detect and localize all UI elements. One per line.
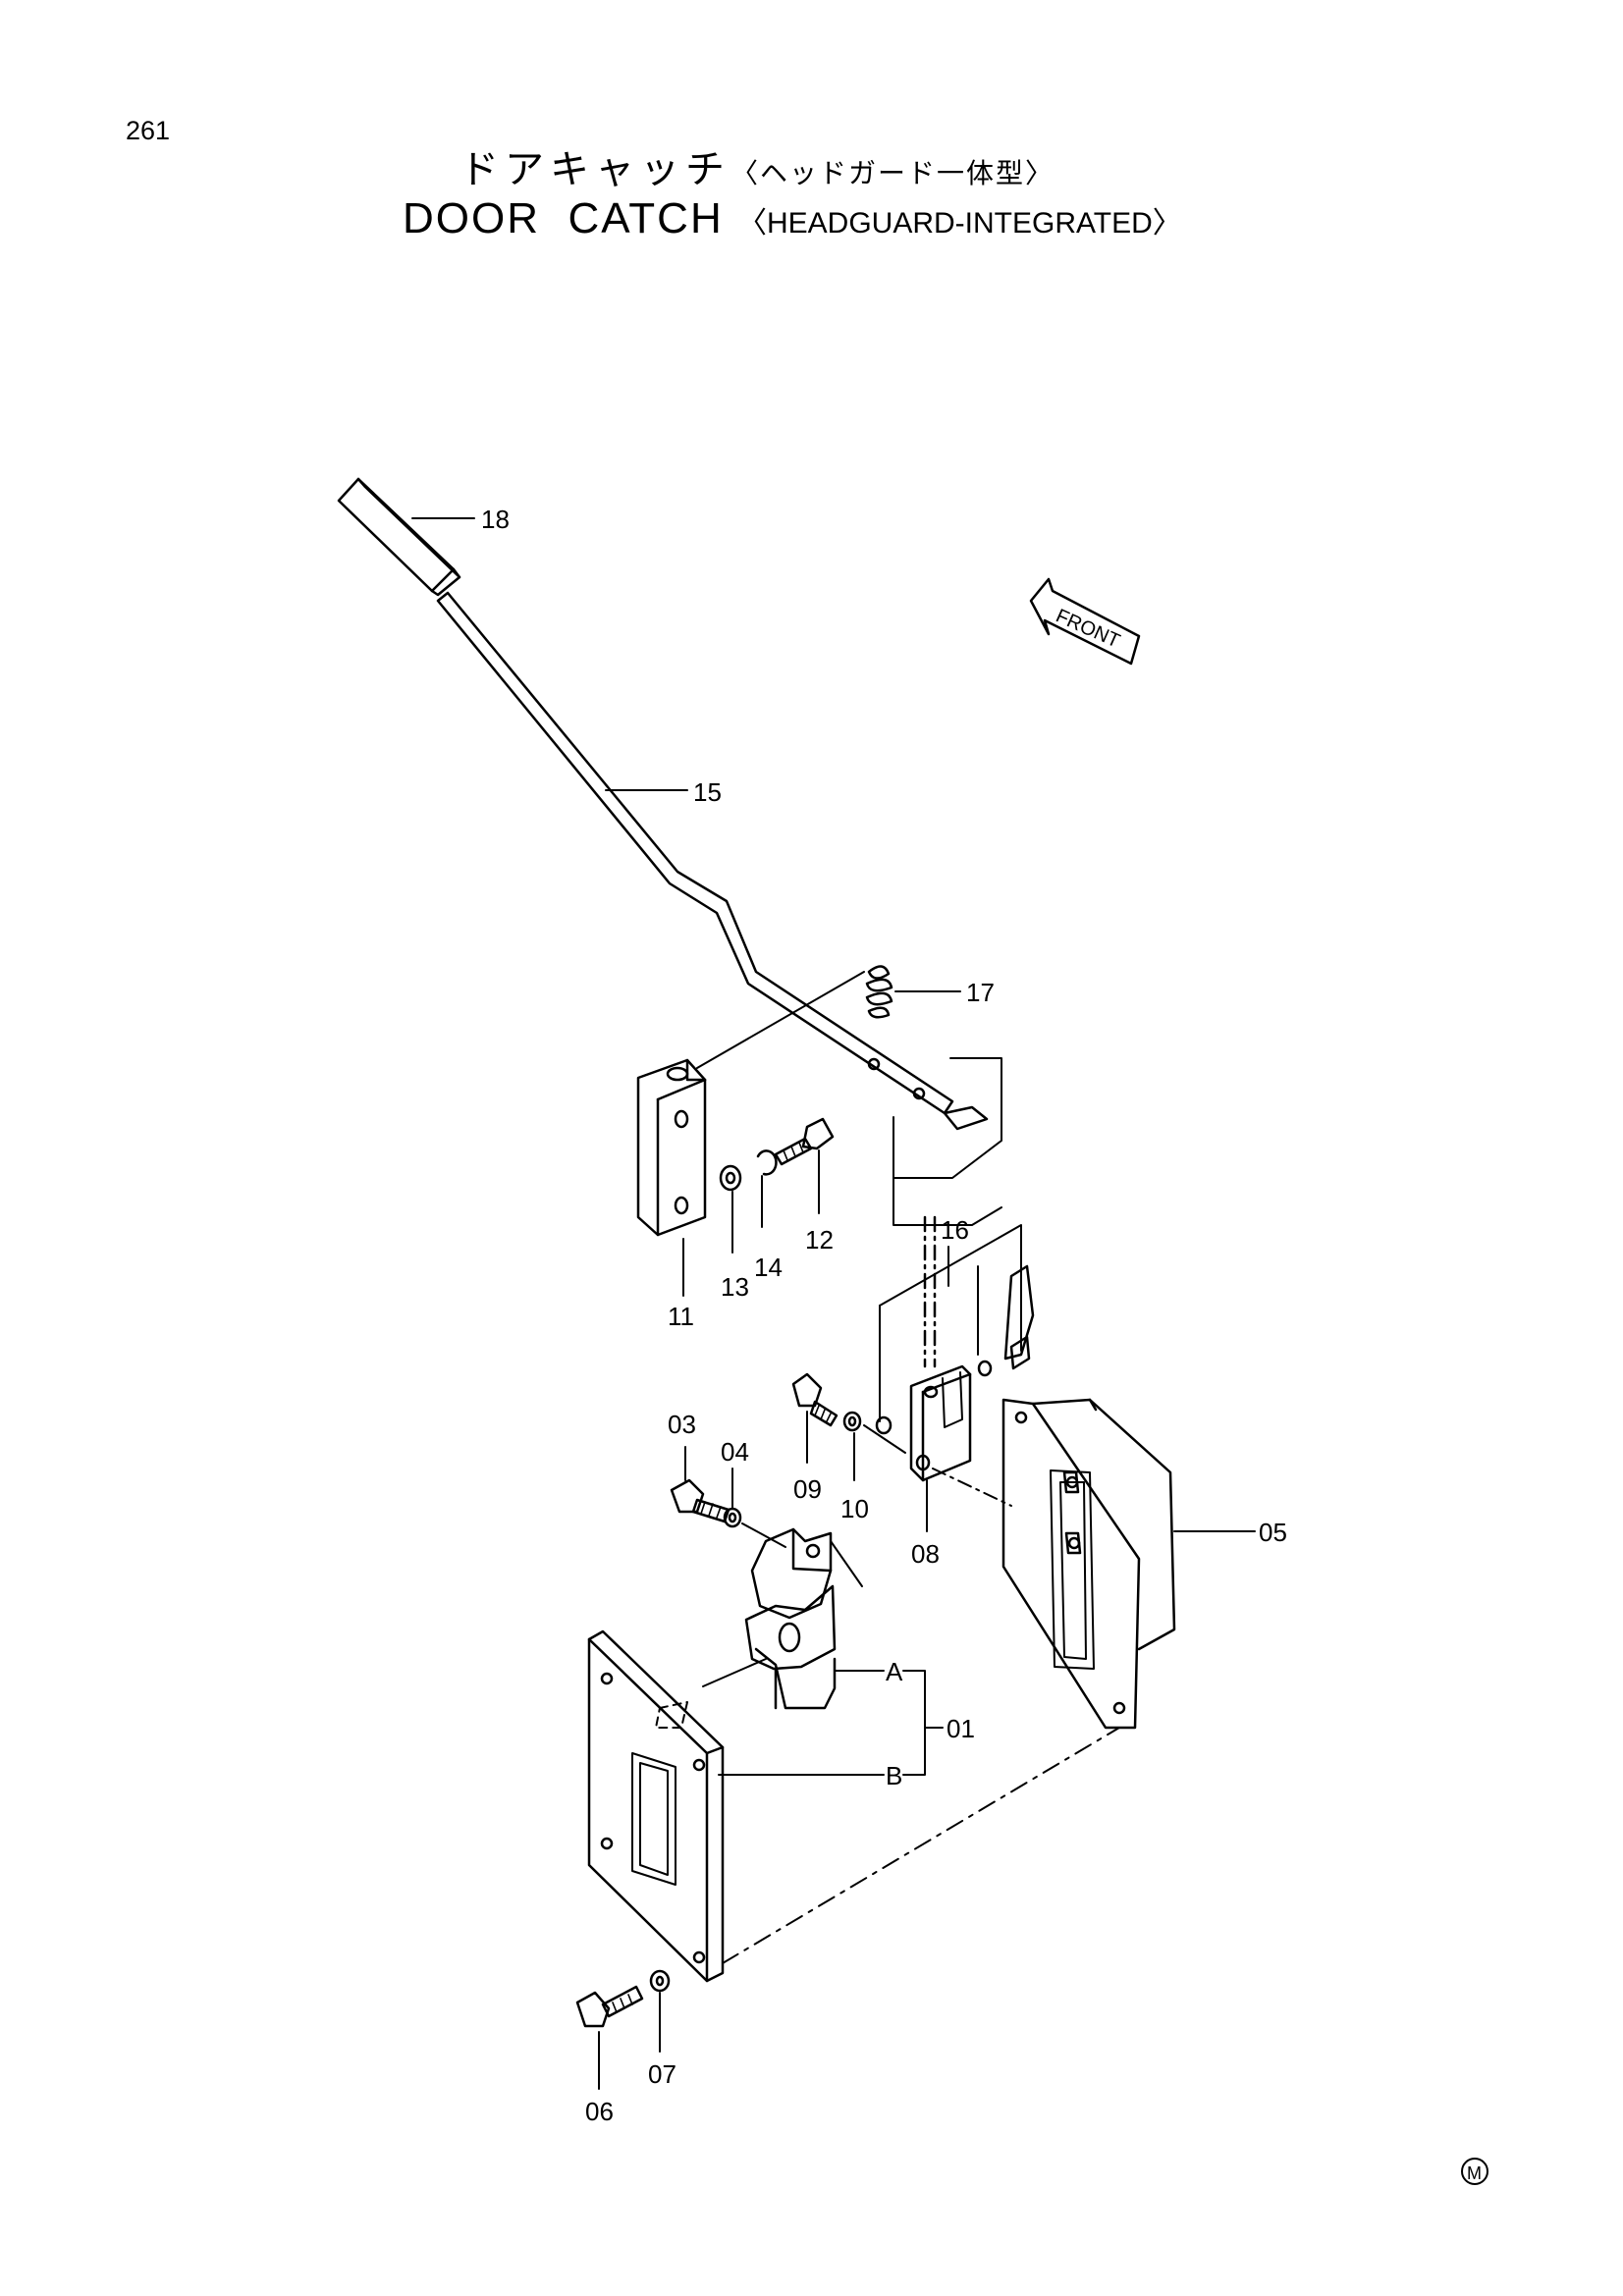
label-13: 13 — [721, 1272, 749, 1302]
part-08-plate — [909, 1364, 1012, 1532]
label-01: 01 — [947, 1714, 975, 1743]
title-japanese-main: ドアキャッチ — [460, 147, 730, 192]
title-english-main: DOOR CATCH — [403, 194, 724, 242]
label-05: 05 — [1259, 1518, 1287, 1547]
label-16: 16 — [941, 1215, 969, 1245]
part-04-washer — [723, 1468, 786, 1548]
part-14-lock-washer — [756, 1149, 778, 1228]
maker-mark: M — [1467, 2163, 1482, 2183]
label-11: 11 — [668, 1302, 694, 1331]
label-07: 07 — [648, 2059, 676, 2089]
label-08: 08 — [911, 1539, 940, 1569]
label-04: 04 — [721, 1437, 749, 1467]
part-11-bracket — [636, 1058, 707, 1297]
mounting-plate — [587, 1629, 1120, 1983]
part-03-bolt — [670, 1446, 730, 1523]
part-18-grip — [337, 477, 475, 597]
title-english-sub: 〈HEADGUARD-INTEGRATED〉 — [736, 207, 1182, 240]
front-arrow-icon: FRONT — [1029, 577, 1141, 666]
maker-mark-icon: M — [1461, 2158, 1488, 2185]
part-01-lock-assembly — [702, 1527, 944, 1776]
part-17-spring — [696, 965, 961, 1069]
label-15: 15 — [693, 777, 722, 807]
front-label: FRONT — [1053, 605, 1123, 652]
label-14: 14 — [754, 1253, 783, 1282]
part-labels: 18 15 17 16 11 13 14 12 03 04 09 10 08 0… — [481, 505, 1287, 2126]
label-17: 17 — [966, 978, 995, 1007]
part-15-lever — [436, 591, 1002, 1226]
page-number: 261 — [126, 116, 171, 145]
label-03: 03 — [668, 1410, 696, 1439]
label-09: 09 — [793, 1474, 822, 1504]
part-13-washer — [719, 1164, 742, 1254]
label-18: 18 — [481, 505, 510, 534]
part-06-bolt — [575, 1985, 644, 2090]
title-english: DOOR CATCH 〈HEADGUARD-INTEGRATED〉 — [403, 194, 1182, 243]
label-12: 12 — [805, 1225, 834, 1255]
label-10: 10 — [840, 1494, 869, 1523]
title-japanese-sub: 〈ヘッドガード一体型〉 — [730, 157, 1055, 189]
part-07-washer — [649, 1969, 671, 2053]
label-B: B — [886, 1761, 902, 1790]
part-09-bolt — [791, 1372, 839, 1464]
part-12-bolt — [774, 1117, 835, 1214]
title-japanese: ドアキャッチ〈ヘッドガード一体型〉 — [460, 137, 1055, 194]
part-10-washer — [842, 1411, 906, 1481]
label-06: 06 — [585, 2097, 614, 2126]
part-16-catch-plate — [875, 1215, 1035, 1435]
label-A: A — [886, 1657, 903, 1686]
part-05-box — [1001, 1398, 1256, 1730]
